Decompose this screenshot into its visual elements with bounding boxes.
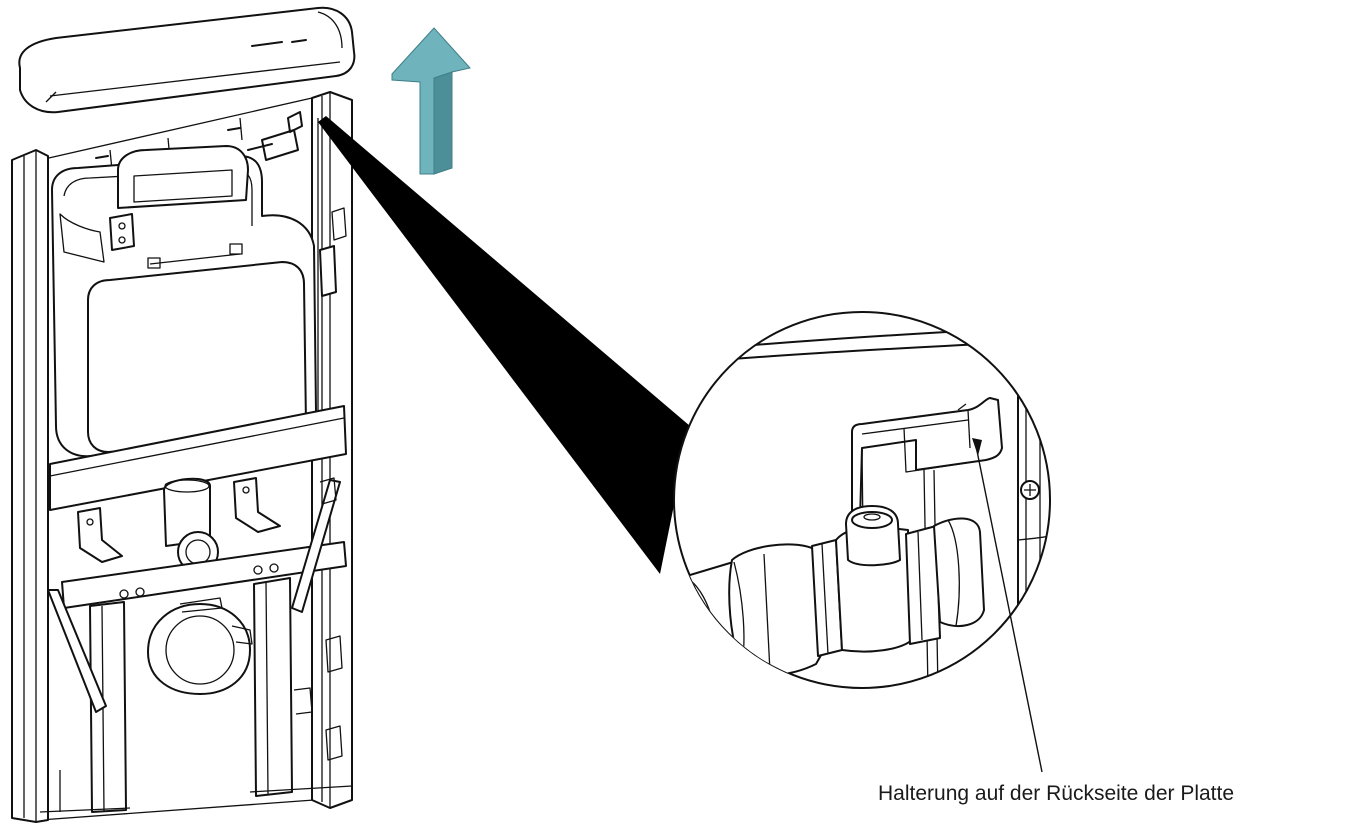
wall-frame — [11, 91, 353, 823]
callout-leader — [972, 438, 1043, 773]
detail-magnifier — [673, 311, 1051, 689]
top-cover-plate — [18, 6, 356, 114]
lift-up-arrow — [391, 27, 471, 175]
callout-label: Halterung auf der Rückseite der Platte — [878, 782, 1235, 805]
magnifier-cone — [318, 116, 690, 574]
arrow-side-face — [433, 71, 453, 175]
arrow-front-face — [391, 27, 471, 175]
